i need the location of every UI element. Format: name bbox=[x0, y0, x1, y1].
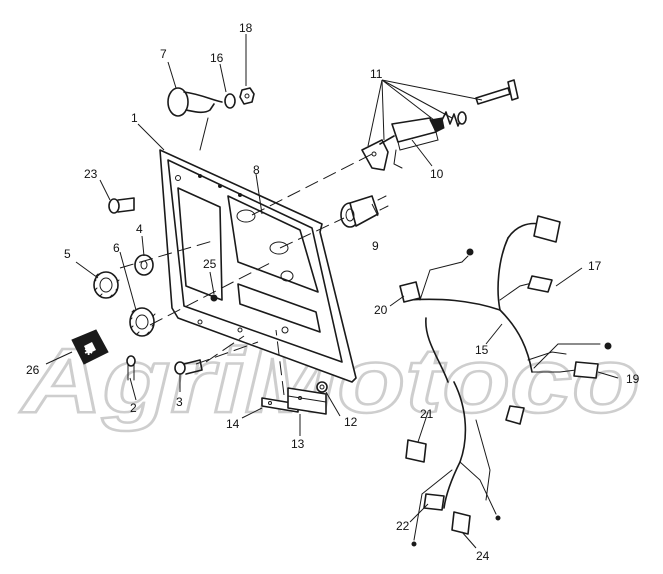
callout-24: 24 bbox=[476, 549, 490, 563]
callout-3: 3 bbox=[176, 395, 183, 409]
dash-panel-plate bbox=[159, 149, 357, 383]
callout-8: 8 bbox=[253, 163, 260, 177]
hex-nut-18 bbox=[239, 87, 255, 105]
callout-15: 15 bbox=[475, 343, 489, 357]
callout-17: 17 bbox=[588, 259, 602, 273]
nut-12 bbox=[316, 381, 328, 393]
connector-9 bbox=[340, 195, 389, 228]
callout-7: 7 bbox=[160, 47, 167, 61]
callout-20: 20 bbox=[374, 303, 388, 317]
wiring-harness bbox=[399, 215, 612, 547]
asterisk-icon: ✱ bbox=[84, 345, 93, 358]
pin-11 bbox=[475, 79, 519, 105]
callout-2: 2 bbox=[130, 401, 137, 415]
callout-4: 4 bbox=[136, 222, 143, 236]
switch-knob-26: ✱ bbox=[71, 329, 109, 365]
clamp-13 bbox=[287, 387, 327, 415]
spring-clip bbox=[167, 87, 223, 151]
leader-lines bbox=[45, 34, 619, 549]
callout-21: 21 bbox=[420, 407, 434, 421]
callout-1: 1 bbox=[131, 111, 138, 125]
callout-13: 13 bbox=[291, 437, 305, 451]
callout-14: 14 bbox=[226, 417, 240, 431]
assembly-lines bbox=[119, 151, 377, 396]
knurled-nut-6 bbox=[129, 307, 156, 337]
switch-assembly-10 bbox=[391, 117, 445, 169]
callout-16: 16 bbox=[210, 51, 224, 65]
callout-5: 5 bbox=[64, 247, 71, 261]
callout-19: 19 bbox=[626, 372, 640, 386]
bolt-3 bbox=[174, 359, 203, 375]
callout-12: 12 bbox=[344, 415, 358, 429]
lever-11 bbox=[361, 135, 395, 171]
screw-23 bbox=[108, 197, 135, 214]
lock-washer bbox=[224, 93, 236, 109]
callout-23: 23 bbox=[84, 167, 98, 181]
callout-labels: 1 2 3 4 5 6 7 8 9 10 11 12 13 14 15 16 1… bbox=[26, 21, 640, 563]
callout-11: 11 bbox=[370, 67, 383, 81]
spring-11 bbox=[441, 111, 467, 127]
screw-2 bbox=[126, 355, 136, 381]
knurled-nut-5 bbox=[93, 271, 120, 299]
callout-9: 9 bbox=[372, 239, 379, 253]
callout-22: 22 bbox=[396, 519, 410, 533]
callout-10: 10 bbox=[430, 167, 444, 181]
callout-6: 6 bbox=[113, 241, 120, 255]
callout-18: 18 bbox=[239, 21, 253, 35]
washer-4 bbox=[134, 254, 154, 276]
callout-25: 25 bbox=[203, 257, 217, 271]
callout-26: 26 bbox=[26, 363, 40, 377]
